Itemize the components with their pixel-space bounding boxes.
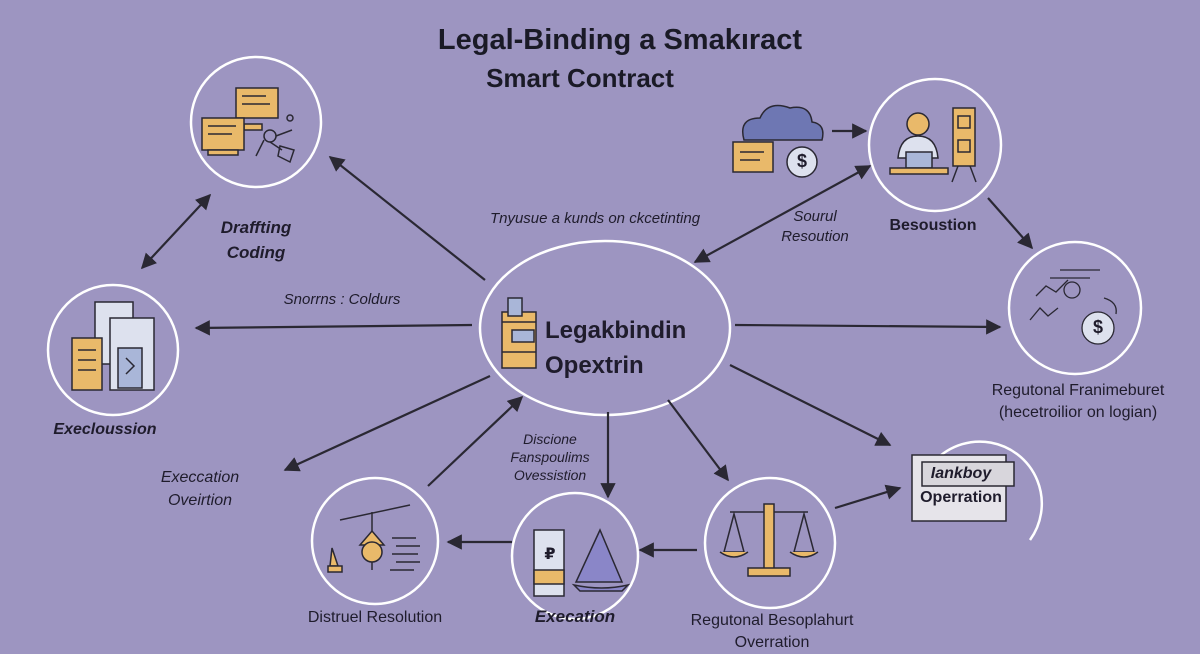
iankboy-line-1: Iankboy xyxy=(930,465,992,482)
balance-scale-icon xyxy=(719,503,819,577)
peso-glyph: ₽ xyxy=(544,546,556,563)
execloussion-label: Execloussion xyxy=(53,421,157,438)
execation-left-line-2: Oveirtion xyxy=(167,492,233,510)
arrow-regutonal-iankboy xyxy=(834,484,902,510)
edge-label-tnyusue: Tnyusue a kunds on ckcetinting xyxy=(489,210,701,227)
regutonal-bottom-line-1: Regutonal Besoplahurt xyxy=(690,612,854,629)
execation-left-line-1: Execcation xyxy=(160,469,240,486)
arrow-center-framework xyxy=(734,319,1002,335)
edge-label-discione: Discione Fanspoulims Ovessistion xyxy=(500,430,600,485)
center-line-2: Opextrin xyxy=(545,351,644,379)
cloud-payment-icon xyxy=(732,104,824,178)
discione-line-3: Ovessistion xyxy=(513,467,587,484)
drafting-label: Draffting Coding xyxy=(196,216,316,265)
arrow-drafting-execloussion xyxy=(140,193,212,270)
center-line-1: Legakbindin xyxy=(545,317,687,344)
arrow-besoustion-framework xyxy=(987,197,1034,250)
coin-dollar-glyph: $ xyxy=(1092,317,1103,337)
arrow-center-drafting xyxy=(328,156,486,281)
besoustion-label: Besoustion xyxy=(889,217,977,234)
edge-label-execation-left: Execcation Oveirtion xyxy=(140,466,260,512)
sourul-line-1: Sourul xyxy=(793,208,837,225)
circle-regutonal-bottom xyxy=(703,476,837,610)
center-label: Legakbindin Opextrin xyxy=(545,314,686,384)
arrow-center-execation-left xyxy=(283,375,491,472)
regutonal-bottom-label: Regutonal Besoplahurt Overration xyxy=(662,610,882,653)
discione-line-1: Discione xyxy=(523,431,577,447)
execation-label: Execation xyxy=(534,607,616,626)
documents-icon xyxy=(71,301,155,391)
worker-desk-icon xyxy=(889,107,977,183)
arrow-center-execloussion xyxy=(194,320,473,336)
drafting-icon xyxy=(201,87,295,164)
center-ellipse xyxy=(478,239,732,417)
framework-line-2: (hecetroilior on logian) xyxy=(998,404,1158,422)
drafting-line-1: Draffting xyxy=(220,218,292,237)
iankboy-label: Iankboy Operration xyxy=(916,462,1006,510)
regutonal-bottom-line-2: Overration xyxy=(734,633,810,651)
title-line-1: Legal-Binding a Smakıract xyxy=(437,24,803,56)
distruel-label: Distruel Resolution xyxy=(307,609,443,626)
circle-besoustion xyxy=(867,77,1003,213)
laboratory-scale-icon xyxy=(327,504,420,573)
title-line-2: Smart Contract xyxy=(486,63,674,93)
framework-line-1: Regutonal Franimeburet xyxy=(991,382,1165,399)
circle-drafting xyxy=(189,55,323,189)
circle-execation xyxy=(510,491,640,621)
circle-execloussion xyxy=(46,283,180,417)
drafting-line-2: Coding xyxy=(226,242,286,262)
circle-regutonal-framework xyxy=(1007,240,1143,376)
contract-stack-icon xyxy=(501,297,537,369)
arrow-center-besoustion xyxy=(693,165,872,263)
arrow-center-iankboy xyxy=(729,364,892,446)
circle-distruel xyxy=(310,476,440,606)
sourul-line-2: Resoution xyxy=(781,228,849,246)
arrow-center-regutonal xyxy=(667,399,729,482)
edge-label-snorrns: Snorrns : Coldurs xyxy=(283,291,401,308)
terminal-sail-icon xyxy=(533,528,631,597)
coin-machine-icon xyxy=(1029,269,1117,345)
discione-line-2: Fanspoulims xyxy=(510,449,590,466)
dollar-glyph: $ xyxy=(796,151,807,171)
framework-label: Regutonal Franimeburet (hecetroilior on … xyxy=(968,380,1188,425)
edge-label-sourul: Sourul Resoution xyxy=(770,207,860,248)
iankboy-line-2: Operration xyxy=(920,489,1002,506)
arrow-distruel-center xyxy=(427,395,524,487)
operation-sign-icon xyxy=(911,454,1015,522)
